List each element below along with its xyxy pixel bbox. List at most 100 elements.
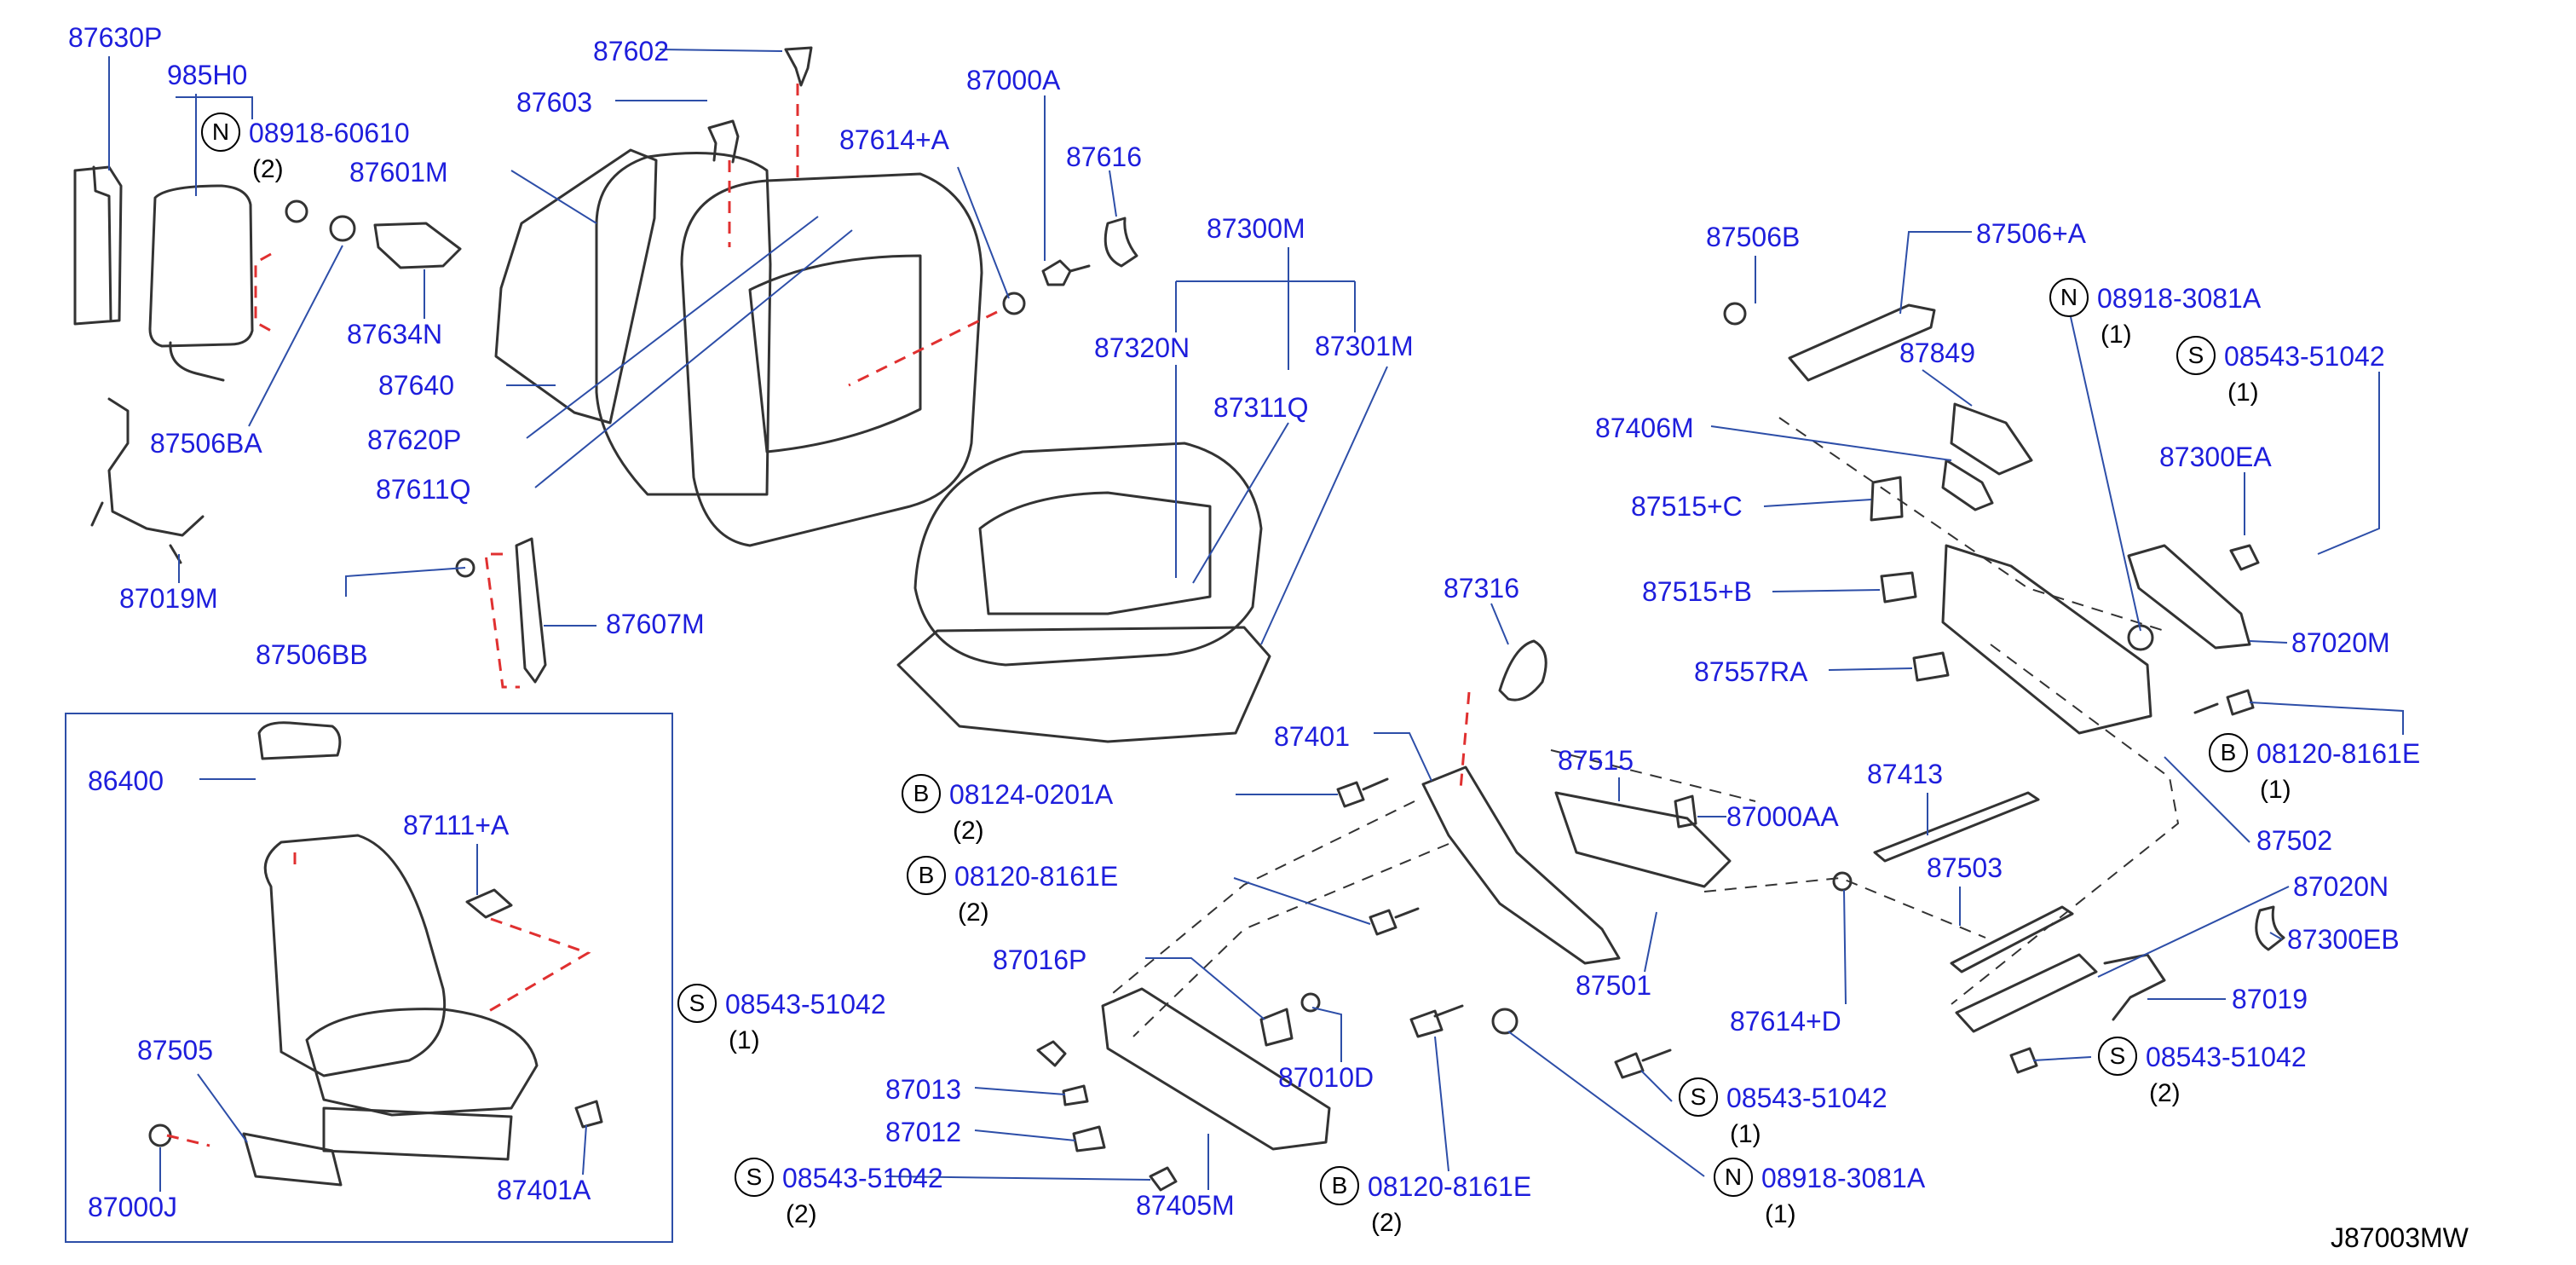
part-number-label[interactable]: 87506+A <box>1976 218 2087 249</box>
part-number-label[interactable]: 87557RA <box>1694 656 1808 687</box>
rod-87413-drawing <box>1873 791 2040 863</box>
part-number-label[interactable]: 985H0 <box>167 60 248 90</box>
part-number-label[interactable]: 87316 <box>1444 573 1519 604</box>
part-number-label[interactable]: 87300M <box>1207 213 1305 244</box>
part-number-label[interactable]: 87016P <box>993 944 1087 975</box>
part-number-label[interactable]: 87401 <box>1274 721 1350 752</box>
trim-cover-87405m-drawing <box>1101 987 1331 1151</box>
part-number-label[interactable]: 87111+A <box>403 810 510 840</box>
part-number-label[interactable]: 87020N <box>2293 871 2389 902</box>
part-number-label[interactable]: 87000J <box>88 1192 177 1222</box>
part-number-label[interactable]: 87515+C <box>1631 491 1743 522</box>
part-number-label[interactable]: 87503 <box>1927 852 2003 883</box>
part-number-label[interactable]: 87505 <box>137 1035 213 1066</box>
leader-87401 <box>1374 732 1432 782</box>
part-number-label[interactable]: 87013 <box>885 1074 961 1105</box>
leader-n-08918-low <box>1507 1031 1705 1177</box>
part-number-label[interactable]: 87000A <box>966 65 1061 95</box>
part-number-label[interactable]: 87601M <box>349 157 448 188</box>
headrest-guide-87603-drawing <box>707 119 740 164</box>
part-number-label[interactable]: 87019 <box>2232 984 2308 1014</box>
part-number-label[interactable]: 08543-51042 <box>2146 1042 2307 1072</box>
part-number-label[interactable]: 08543-51042 <box>782 1163 943 1193</box>
seatback-frame-panel-drawing <box>494 148 658 425</box>
part-number-label[interactable]: 08543-51042 <box>1726 1083 1887 1113</box>
part-number-label[interactable]: 87515+B <box>1642 576 1753 607</box>
part-number-label[interactable]: 87620P <box>367 425 462 455</box>
part-number-label[interactable]: 87611Q <box>376 474 471 505</box>
bracket-87406m-drawing <box>1941 459 1994 511</box>
part-number-label[interactable]: 87301M <box>1315 331 1414 361</box>
seatback-frame-drawing <box>595 152 772 496</box>
part-number-label[interactable]: 87634N <box>347 319 443 349</box>
part-number-label[interactable]: 87849 <box>1899 338 1975 368</box>
part-prefix-s-icon: S <box>735 1158 774 1197</box>
part-number-label[interactable]: 87300EA <box>2159 442 2272 472</box>
clip-87515c-drawing <box>1870 476 1904 522</box>
part-number-label[interactable]: 87020M <box>2291 627 2390 658</box>
part-prefix-s-icon: S <box>1679 1077 1718 1117</box>
nut-08918-low-drawing <box>1491 1008 1519 1035</box>
part-number-label[interactable]: 87506BA <box>150 428 262 459</box>
leader-87602 <box>659 49 783 52</box>
part-prefix-n-icon: N <box>1714 1158 1753 1197</box>
seat-base-inset-drawing <box>322 1106 513 1161</box>
part-number-label[interactable]: 87501 <box>1576 970 1651 1001</box>
rod-87503-drawing <box>1950 905 2074 973</box>
part-number-label[interactable]: 87010D <box>1278 1062 1374 1093</box>
leader-87506a <box>1899 231 1972 315</box>
part-number-label[interactable]: 87616 <box>1066 142 1142 172</box>
part-number-label[interactable]: 87506BB <box>256 639 368 670</box>
clip-87010d-drawing <box>1300 992 1321 1013</box>
part-number-label[interactable]: 08120-8161E <box>2256 738 2421 769</box>
part-number-label[interactable]: 87515 <box>1558 745 1634 776</box>
part-number-label[interactable]: 87300EB <box>2287 924 2400 955</box>
part-number-label[interactable]: 08124-0201A <box>949 779 1114 810</box>
part-number-label[interactable]: 86400 <box>88 765 164 796</box>
leader-87506bb <box>345 567 466 597</box>
part-number-label[interactable]: 87602 <box>593 36 669 66</box>
bracket-87111a-drawing <box>465 888 513 919</box>
part-number-label[interactable]: 87320N <box>1094 332 1190 363</box>
part-number-label[interactable]: 08918-3081A <box>2097 283 2262 314</box>
part-number-label[interactable]: 87603 <box>516 87 592 118</box>
part-number-label[interactable]: 08543-51042 <box>725 989 886 1020</box>
part-quantity: (2) <box>2149 1079 2181 1107</box>
part-number-label[interactable]: 08918-3081A <box>1761 1163 1926 1193</box>
part-number-label[interactable]: 87401A <box>497 1175 591 1205</box>
part-number-label[interactable]: 08120-8161E <box>1368 1171 1532 1202</box>
leader-87300eb <box>2269 932 2283 940</box>
strap-87607m-drawing <box>515 537 547 684</box>
nut-08918-drawing <box>2127 624 2154 651</box>
part-quantity: (2) <box>786 1200 817 1228</box>
part-number-label[interactable]: 87413 <box>1867 759 1943 789</box>
part-number-label[interactable]: 08918-60610 <box>249 118 410 148</box>
part-number-label[interactable]: 87012 <box>885 1117 961 1147</box>
leader-n-08918-top <box>2070 316 2141 632</box>
part-number-label[interactable]: 87607M <box>606 609 705 639</box>
leader-87515b <box>1772 589 1881 592</box>
part-number-label[interactable]: 87614+A <box>839 124 950 155</box>
part-prefix-s-icon: S <box>2176 336 2216 375</box>
screw-08543-drawing <box>1036 1040 1067 1067</box>
part-number-label[interactable]: 87630P <box>68 22 163 53</box>
part-number-label[interactable]: 87502 <box>2256 825 2332 856</box>
part-number-label[interactable]: 87614+D <box>1730 1006 1841 1037</box>
part-number-label[interactable]: 87406M <box>1595 413 1694 443</box>
part-number-label[interactable]: 87640 <box>378 370 454 401</box>
leader-87316 <box>1490 603 1509 645</box>
part-number-label[interactable]: 87311Q <box>1213 392 1309 423</box>
part-number-label[interactable]: 87506B <box>1706 222 1801 252</box>
part-number-label[interactable]: 87019M <box>119 583 218 614</box>
airbag-harness-drawing <box>169 341 225 382</box>
cover-87557ra-drawing <box>1912 651 1950 682</box>
part-number-label[interactable]: 87405M <box>1136 1190 1235 1221</box>
part-number-label[interactable]: 08543-51042 <box>2224 341 2385 372</box>
clip-87300eb-drawing <box>2255 905 2285 951</box>
seat-assembly-inset-frame <box>65 713 673 1243</box>
part-number-label[interactable]: 87000AA <box>1726 801 1839 832</box>
part-quantity: (2) <box>252 155 284 183</box>
leader-87614a <box>957 166 1010 299</box>
part-number-label[interactable]: 08120-8161E <box>954 861 1119 892</box>
clip-87013-drawing <box>1062 1084 1089 1106</box>
